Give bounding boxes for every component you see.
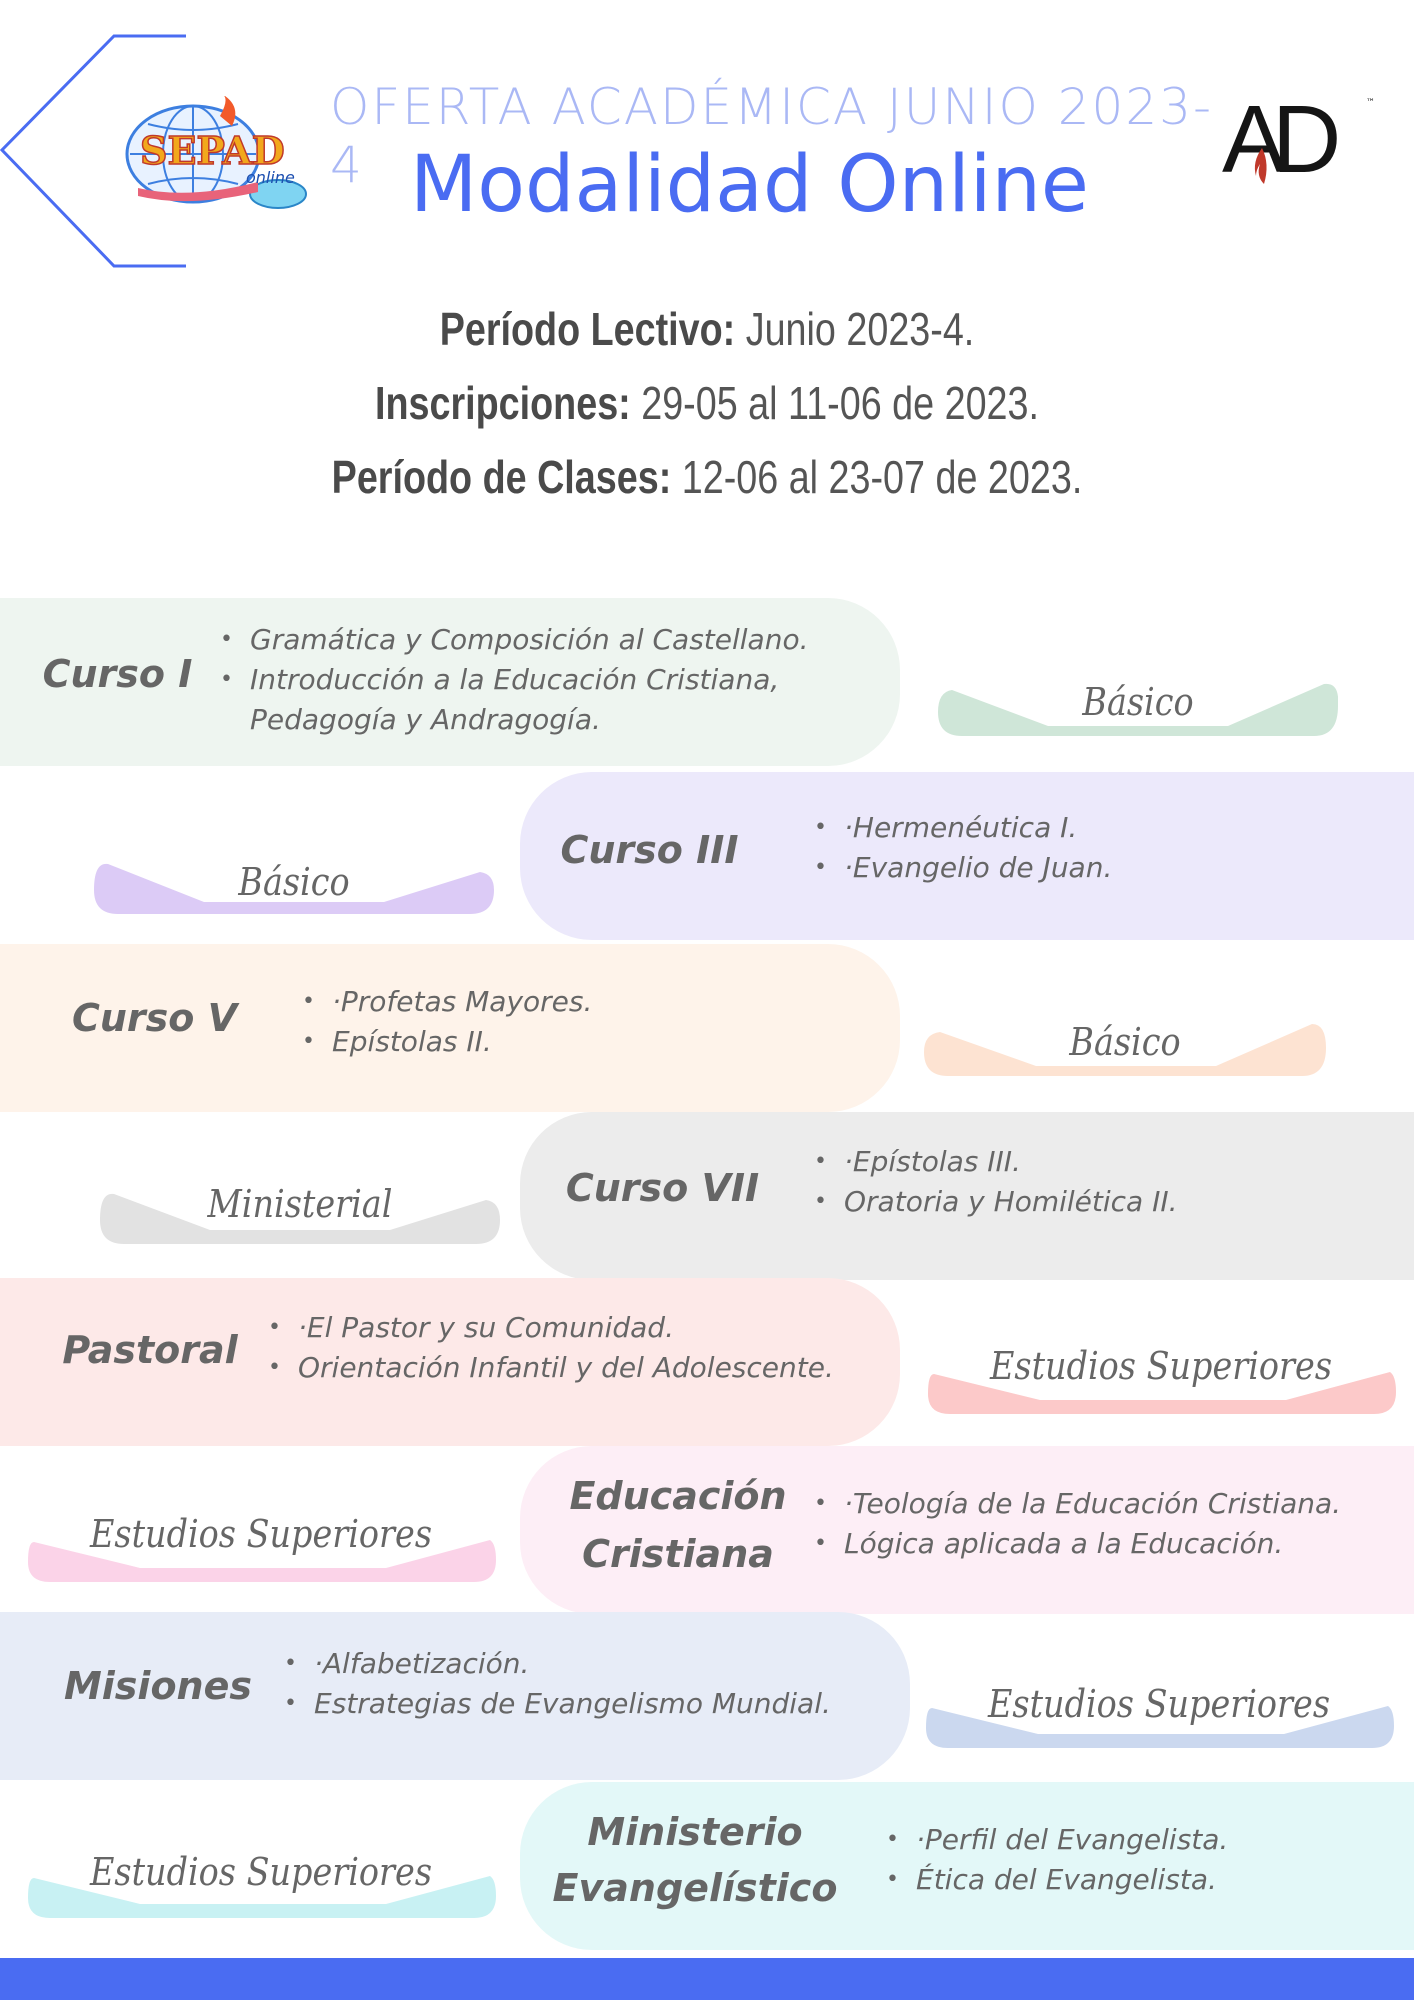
level-tag-shape	[94, 863, 494, 914]
subject-item: Estrategias de Evangelismo Mundial.	[284, 1684, 904, 1724]
subject-item: Orientación Infantil y del Adolescente.	[268, 1348, 888, 1388]
ad-logo: AD ™	[1222, 86, 1375, 193]
inscripciones-label: Inscripciones:	[375, 377, 631, 429]
periodo-clases-line: Período de Clases: 12-06 al 23-07 de 202…	[127, 450, 1286, 504]
periodo-lectivo-label: Período Lectivo:	[439, 303, 736, 355]
course-title-line-2: Evangelístico	[552, 1866, 838, 1910]
course-title: Pastoral	[62, 1328, 238, 1372]
course-title: Curso I	[42, 652, 193, 696]
subject-list: ·Profetas Mayores. Epístolas II.	[302, 982, 862, 1062]
subject-list: ·El Pastor y su Comunidad. Orientación I…	[268, 1308, 888, 1388]
periodo-lectivo-line: Período Lectivo: Junio 2023-4.	[127, 302, 1286, 356]
subject-item: Ética del Evangelista.	[886, 1860, 1386, 1900]
chevron-decoration	[0, 34, 186, 268]
subject-item: Gramática y Composición al Castellano.	[220, 620, 860, 660]
flame-icon	[1254, 148, 1267, 184]
level-label: Estudios Superiores	[90, 1512, 432, 1556]
subject-item: ·Profetas Mayores.	[302, 982, 862, 1022]
footer-bar	[0, 1958, 1414, 2000]
level-tag-shape	[926, 1706, 1394, 1748]
subject-item: ·Perfil del Evangelista.	[886, 1820, 1386, 1860]
course-title-line-1: Educación	[569, 1474, 787, 1518]
subject-list: ·Teología de la Educación Cristiana. Lóg…	[814, 1484, 1394, 1564]
course-title-line-2: Cristiana	[582, 1532, 774, 1576]
periodo-lectivo-value: Junio 2023-4.	[735, 303, 975, 355]
ad-logo-text: AD	[1222, 86, 1341, 193]
periodo-clases-label: Período de Clases:	[331, 451, 672, 503]
subject-item: ·Evangelio de Juan.	[814, 848, 1374, 888]
supertitle: OFERTA ACADÉMICA JUNIO 2023-4	[330, 78, 1214, 194]
level-label: Básico	[1069, 1020, 1181, 1064]
sepad-logo: SEPAD online	[118, 94, 318, 216]
level-tag-shape	[924, 1024, 1326, 1076]
level-label: Básico	[1082, 680, 1194, 724]
subject-item: Lógica aplicada a la Educación.	[814, 1524, 1394, 1564]
level-tag-shape	[938, 683, 1338, 736]
subject-list: ·Perfil del Evangelista. Ética del Evang…	[886, 1820, 1386, 1900]
subject-item: Epístolas II.	[302, 1022, 862, 1062]
course-title: Curso V	[71, 996, 238, 1040]
periodo-clases-value: 12-06 al 23-07 de 2023.	[671, 451, 1083, 503]
subject-item: ·Hermenéutica I.	[814, 808, 1374, 848]
level-label: Estudios Superiores	[90, 1850, 432, 1894]
course-title: Curso VII	[565, 1166, 760, 1210]
level-label: Básico	[238, 860, 350, 904]
subject-item: ·El Pastor y su Comunidad.	[268, 1308, 888, 1348]
level-tag-shape	[28, 1540, 496, 1582]
sepad-logo-subtext: online	[246, 168, 295, 187]
subject-list: ·Alfabetización. Estrategias de Evangeli…	[284, 1644, 904, 1724]
subject-list: ·Epístolas III. Oratoria y Homilética II…	[814, 1142, 1374, 1222]
level-tag-shape	[100, 1193, 500, 1244]
subject-list: Gramática y Composición al Castellano. I…	[220, 620, 860, 740]
subject-item: ·Epístolas III.	[814, 1142, 1374, 1182]
course-title: Curso III	[560, 828, 739, 872]
inscripciones-value: 29-05 al 11-06 de 2023.	[630, 377, 1039, 429]
level-tag-shape	[928, 1372, 1396, 1414]
course-title: Misiones	[63, 1664, 253, 1708]
subject-item: ·Teología de la Educación Cristiana.	[814, 1484, 1394, 1524]
subject-item: Oratoria y Homilética II.	[814, 1182, 1374, 1222]
sepad-logo-text: SEPAD	[139, 127, 285, 174]
level-label: Estudios Superiores	[990, 1344, 1332, 1388]
inscripciones-line: Inscripciones: 29-05 al 11-06 de 2023.	[127, 376, 1286, 430]
subject-item: ·Alfabetización.	[284, 1644, 904, 1684]
subject-item: Introducción a la Educación Cristiana, P…	[220, 660, 860, 740]
subject-list: ·Hermenéutica I. ·Evangelio de Juan.	[814, 808, 1374, 888]
level-label: Estudios Superiores	[988, 1682, 1330, 1726]
level-label: Ministerial	[207, 1182, 393, 1226]
page-title: Modalidad Online	[410, 140, 1089, 230]
level-tag-shape	[28, 1876, 496, 1918]
course-title-line-1: Ministerio	[587, 1810, 803, 1854]
